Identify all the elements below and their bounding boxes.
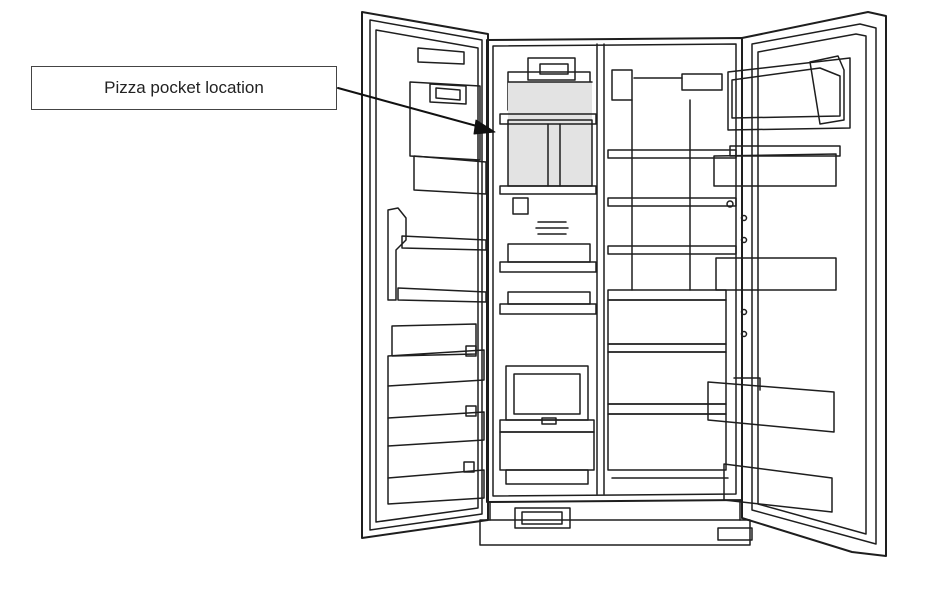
callout-box: Pizza pocket location <box>31 66 337 110</box>
freezer-door <box>361 11 489 539</box>
callout-label: Pizza pocket location <box>104 78 264 97</box>
callout-arrow <box>337 87 496 135</box>
fresh-food-compartment <box>607 69 748 479</box>
freezer-shelves <box>499 197 597 485</box>
pizza-pocket <box>499 81 597 195</box>
fresh-food-door <box>707 11 887 557</box>
